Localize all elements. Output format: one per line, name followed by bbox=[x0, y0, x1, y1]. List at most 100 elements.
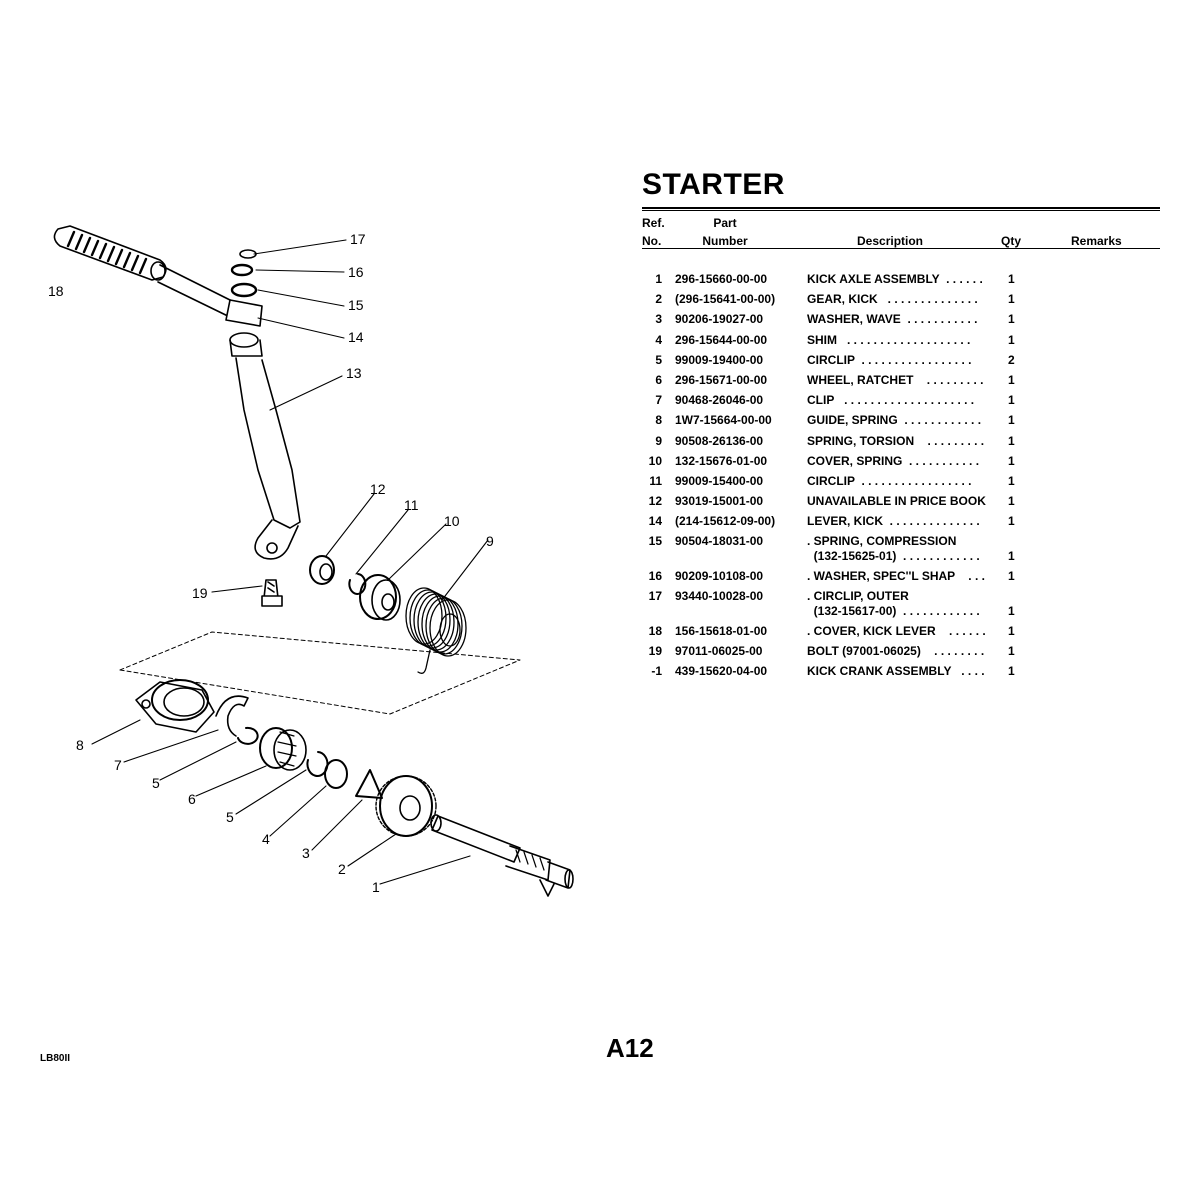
part-description: . SPRING, COMPRESSION bbox=[807, 534, 957, 549]
part-description: KICK AXLE ASSEMBLY . . . . . . bbox=[807, 272, 983, 286]
part-description: SHIM . . . . . . . . . . . . . . . . . .… bbox=[807, 332, 971, 347]
part-number: 90508-26136-00 bbox=[675, 433, 764, 448]
part-description: COVER, SPRING . . . . . . . . . . . bbox=[807, 453, 980, 468]
callout-12: 12 bbox=[370, 481, 386, 497]
exploded-parts-diagram: 17 16 15 14 13 18 12 11 10 9 19 8 7 5 6 … bbox=[48, 225, 574, 897]
part-qty: 1 bbox=[1008, 413, 1015, 428]
callout-15: 15 bbox=[348, 297, 364, 313]
part-ref-no: 3 bbox=[655, 312, 662, 327]
part-number: 99009-15400-00 bbox=[675, 473, 764, 488]
part-qty: 1 bbox=[1008, 453, 1015, 468]
part-qty: 1 bbox=[1008, 332, 1015, 347]
oil-seal-part bbox=[309, 555, 335, 585]
callout-5a: 5 bbox=[152, 775, 160, 791]
part-description: UNAVAILABLE IN PRICE BOOK bbox=[807, 494, 986, 509]
part-ref-no: 14 bbox=[648, 514, 662, 529]
part-ref-no: 8 bbox=[655, 413, 662, 428]
part-number: (214-15612-09-00) bbox=[675, 514, 776, 529]
part-number: 439-15620-04-00 bbox=[675, 664, 768, 678]
part-number: 1W7-15664-00-00 bbox=[675, 413, 772, 428]
part-qty: 1 bbox=[1008, 292, 1015, 307]
spring-guide-part bbox=[135, 679, 215, 733]
part-qty: 1 bbox=[1008, 568, 1015, 583]
part-qty: 1 bbox=[1008, 604, 1015, 619]
part-qty: 1 bbox=[1008, 494, 1015, 509]
col-header-part-line1: Part bbox=[713, 216, 737, 230]
title-rule-thin bbox=[642, 210, 1160, 211]
part-ref-no: -1 bbox=[651, 664, 662, 678]
parts-row: 2(296-15641-00-00)GEAR, KICK . . . . . .… bbox=[642, 292, 1160, 312]
part-description: WHEEL, RATCHET . . . . . . . . . bbox=[807, 372, 984, 387]
part-qty: 1 bbox=[1008, 473, 1015, 488]
special-washer-part bbox=[230, 263, 254, 277]
part-description: CLIP . . . . . . . . . . . . . . . . . .… bbox=[807, 393, 975, 408]
callout-16: 16 bbox=[348, 264, 364, 280]
part-description: GUIDE, SPRING . . . . . . . . . . . . bbox=[807, 413, 982, 428]
part-description: CIRCLIP . . . . . . . . . . . . . . . . … bbox=[807, 473, 972, 488]
part-qty: 2 bbox=[1008, 352, 1015, 367]
circlip-5b-part bbox=[306, 751, 329, 777]
callout-10: 10 bbox=[444, 513, 460, 529]
part-qty: 1 bbox=[1008, 514, 1015, 529]
kick-axle-part bbox=[430, 814, 574, 897]
part-ref-no: 4 bbox=[655, 332, 662, 347]
subassembly-outline bbox=[119, 631, 521, 715]
part-qty: 1 bbox=[1008, 433, 1015, 448]
compression-spring-part bbox=[230, 282, 258, 298]
callout-6: 6 bbox=[188, 791, 196, 807]
kick-lever-part bbox=[157, 264, 301, 560]
col-header-ref: Ref. No. bbox=[642, 216, 665, 248]
part-number: 156-15618-01-00 bbox=[675, 623, 768, 638]
callout-17: 17 bbox=[350, 231, 366, 247]
part-number: 90209-10108-00 bbox=[675, 568, 764, 583]
part-ref-no: 10 bbox=[648, 453, 662, 468]
part-ref-no: 19 bbox=[648, 643, 662, 658]
part-qty: 1 bbox=[1008, 312, 1015, 327]
callout-11: 11 bbox=[404, 497, 419, 513]
part-description: GEAR, KICK . . . . . . . . . . . . . . bbox=[807, 292, 978, 307]
part-ref-no: 5 bbox=[655, 352, 662, 367]
parts-row: 14(214-15612-09-00)LEVER, KICK . . . . .… bbox=[642, 514, 1160, 534]
part-ref-no: 9 bbox=[655, 433, 662, 448]
part-qty: 1 bbox=[1008, 623, 1015, 638]
page-code: LB80II bbox=[40, 1053, 71, 1064]
part-description-line2: (132-15617-00) . . . . . . . . . . . . bbox=[807, 604, 980, 619]
part-qty: 1 bbox=[1008, 272, 1015, 286]
part-description-line2: (132-15625-01) . . . . . . . . . . . . bbox=[807, 549, 980, 564]
parts-row: 8 1W7-15664-00-00 GUIDE, SPRING . . . . . … bbox=[642, 413, 1160, 433]
part-number: 97011-06025-00 bbox=[675, 643, 763, 658]
part-description: SPRING, TORSION . . . . . . . . . bbox=[807, 433, 985, 448]
parts-list: 1 296-15660-00-00 KICK AXLE ASSEMBLY . . .… bbox=[642, 272, 1160, 684]
part-number: 93440-10028-00 bbox=[675, 589, 764, 604]
part-description: . COVER, KICK LEVER . . . . . . bbox=[807, 623, 986, 638]
bolt-part bbox=[261, 579, 283, 607]
col-header-qty: Qty bbox=[1001, 234, 1022, 248]
leader-lines bbox=[91, 239, 489, 885]
part-ref-no: 16 bbox=[648, 568, 662, 583]
part-description: . CIRCLIP, OUTER bbox=[807, 589, 909, 604]
shim-part bbox=[324, 759, 348, 789]
kick-lever-cover-part bbox=[53, 225, 167, 281]
torsion-spring-part bbox=[405, 587, 467, 674]
col-header-ref-line2: No. bbox=[642, 234, 662, 248]
callout-19: 19 bbox=[192, 585, 208, 601]
part-number: 90206-19027-00 bbox=[675, 312, 764, 327]
part-ref-no: 15 bbox=[648, 534, 662, 549]
col-header-description: Description bbox=[857, 234, 924, 248]
ratchet-wheel-part bbox=[259, 727, 307, 771]
part-number: 93019-15001-00 bbox=[675, 494, 764, 509]
parts-row: 9 90508-26136-00 SPRING, TORSION . . . . .… bbox=[642, 434, 1160, 454]
part-ref-no: 2 bbox=[655, 292, 662, 307]
part-number: 296-15660-00-00 bbox=[675, 272, 768, 286]
part-qty: 1 bbox=[1008, 664, 1015, 678]
part-description: . WASHER, SPEC''L SHAP . . . bbox=[807, 568, 985, 583]
part-ref-no: 18 bbox=[648, 623, 662, 638]
